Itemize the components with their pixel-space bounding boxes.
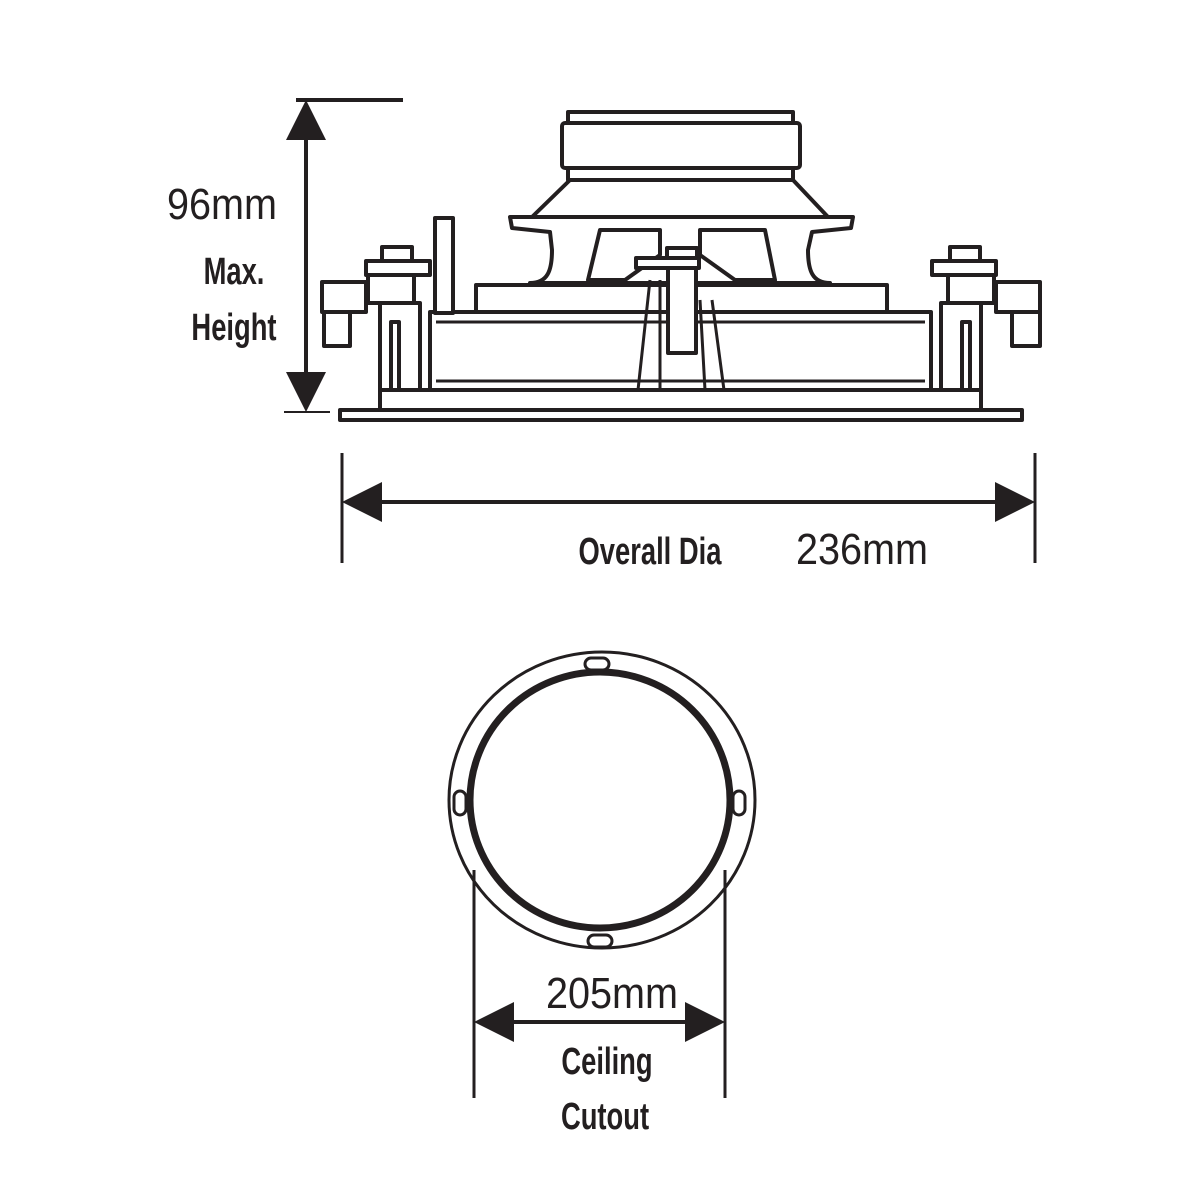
height-value: 96mm — [167, 179, 277, 228]
cutout-value: 205mm — [546, 968, 678, 1017]
mount-tab — [731, 789, 747, 817]
mount-tab — [452, 789, 468, 817]
height-label-line1: Max. — [204, 251, 265, 293]
diameter-label: Overall Dia — [579, 531, 722, 573]
speaker-side-view — [320, 110, 1042, 422]
mount-tab — [583, 656, 611, 672]
cone — [530, 178, 830, 219]
cutout-label-line1: Ceiling — [561, 1041, 652, 1083]
cutout-label-line2: Cutout — [561, 1096, 649, 1138]
cutout-dimension: 205mm Ceiling Cutout — [472, 870, 727, 1138]
diameter-value: 236mm — [796, 524, 928, 573]
height-label-line2: Height — [191, 307, 276, 349]
base-frame — [378, 388, 983, 412]
height-dimension: 96mm Max. Height — [167, 98, 403, 413]
terminal-post — [433, 216, 455, 315]
mount-tab — [586, 933, 614, 949]
inner-ring — [466, 668, 734, 932]
speaker-top-view — [447, 650, 757, 950]
magnet — [560, 121, 802, 170]
magnet-cap — [566, 110, 795, 125]
diameter-dimension: Overall Dia 236mm — [340, 453, 1037, 573]
